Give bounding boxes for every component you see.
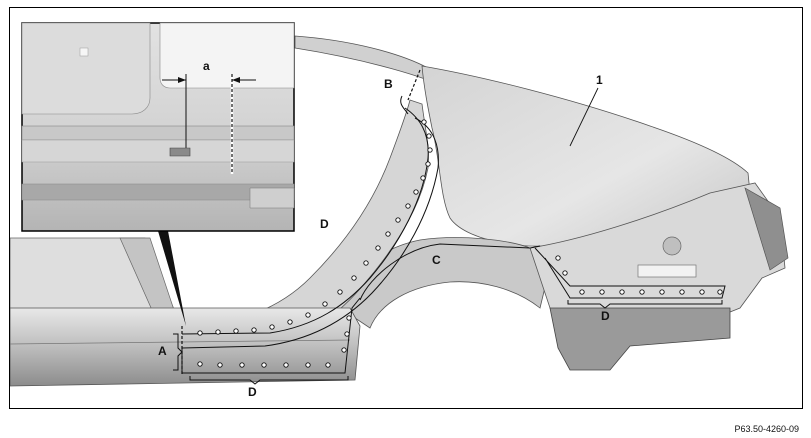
callout-D-sill: D [248, 385, 257, 399]
rear-inner-panel [529, 182, 786, 324]
inset-pointer-wedge [158, 231, 186, 326]
seam-outline-rear [534, 247, 726, 299]
bracket-D-sill [189, 376, 349, 385]
callout-D-pillar: D [320, 217, 329, 231]
rear-panel-hole [662, 236, 682, 256]
rivet-row-sill [197, 315, 352, 368]
callout-C: C [432, 253, 441, 267]
bracket-A [173, 333, 183, 371]
tail-lamp-recess [744, 187, 789, 271]
leader-part-1 [569, 87, 599, 147]
detail-inset: a [21, 22, 295, 232]
seam-outline-sill [181, 297, 361, 374]
callout-B: B [384, 77, 393, 91]
figure-code: P63.50-4260-09 [734, 424, 799, 434]
cut-line-B [407, 69, 421, 101]
door-opening-frame [181, 99, 429, 351]
body-side-illustration: 1 A B C D D D a [10, 22, 789, 399]
rocker-sill [10, 307, 361, 387]
rivet-row-pillar [197, 119, 433, 336]
callout-A: A [158, 344, 167, 358]
dimension-a: a [203, 59, 210, 73]
rear-floor [549, 307, 731, 371]
diagram-frame: 1 A B C D D D a [9, 7, 803, 409]
seam-outline-wheelhouse [359, 243, 541, 301]
rear-panel-window [637, 264, 697, 278]
rivet-row-rear [555, 255, 723, 295]
callout-part-1: 1 [596, 73, 603, 87]
bracket-D-rear [567, 300, 723, 309]
callout-D-rear: D [601, 309, 610, 323]
bracket-B [400, 95, 409, 115]
roof-panel [294, 35, 441, 87]
seam-outline-pillar [181, 107, 429, 335]
